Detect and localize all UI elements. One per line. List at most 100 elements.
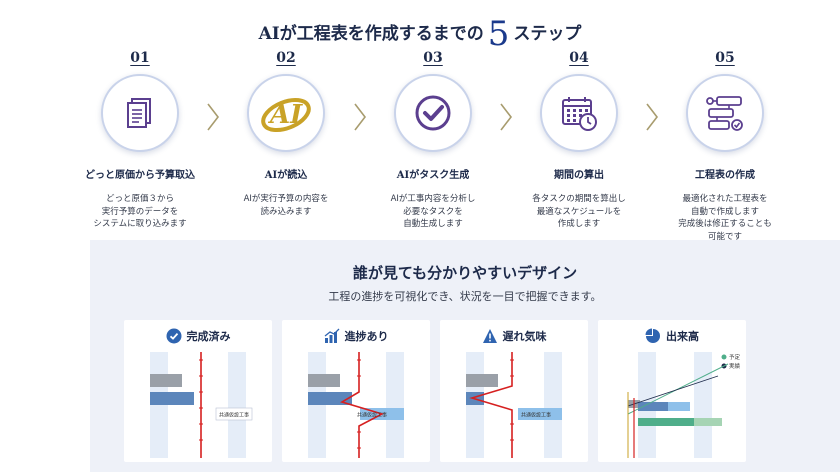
ai-logo-icon: AI xyxy=(261,97,311,133)
bar-chart-icon xyxy=(324,328,339,343)
desc-line: 作成します xyxy=(557,219,601,229)
step-05: 05 工程表の作成 最適化された工程表を 自動で作成します 完成後は修正すること… xyxy=(655,50,795,243)
desc-line: 実行予算のデータを xyxy=(101,206,179,217)
chevron-right-icon xyxy=(500,103,513,131)
desc-line: システムに取り込みます xyxy=(93,219,187,229)
desc-line: 各タスクの期間を算出し xyxy=(532,194,626,204)
actual-line xyxy=(627,375,719,407)
check-circle-icon xyxy=(415,95,451,131)
card-header: 出来高 xyxy=(598,328,746,344)
gantt-in-progress: 共通仮設工事 xyxy=(308,352,404,458)
gantt-bar-gray xyxy=(150,374,182,387)
progress-ticks xyxy=(357,359,361,449)
step-title: AIが読込 xyxy=(264,170,308,181)
desc-line: 読み込みます xyxy=(260,206,312,217)
gantt-bar-light xyxy=(518,408,562,420)
step-number: 05 xyxy=(715,50,735,66)
gantt-completed: 共通仮設工事 xyxy=(150,352,253,458)
step-icon-circle xyxy=(101,74,179,152)
gantt-column xyxy=(694,352,712,458)
earned-value-chart: 予定 実績 xyxy=(627,352,741,458)
desc-line: AIが工事内容を分析し xyxy=(390,194,476,204)
gantt-bar-dark xyxy=(638,402,668,411)
legend-label-actual: 実績 xyxy=(729,362,741,370)
step-03: 03 AIがタスク生成 AIが工事内容を分析し 必要なタスクを 自動生成します xyxy=(363,50,503,231)
warning-icon xyxy=(482,329,497,343)
step-number: 01 xyxy=(130,50,150,66)
gantt-column xyxy=(544,352,562,458)
calendar-clock-icon xyxy=(562,97,597,131)
gantt-bar-label: 共通仮設工事 xyxy=(219,412,249,419)
step-04: 04 期間の算出 各タスクの期間を算出し 最適なスケジュールを 作成します xyxy=(509,50,649,231)
gantt-column xyxy=(386,352,404,458)
gantt-bar-label: 共通仮設工事 xyxy=(521,412,551,419)
gantt-bar-label: 共通仮設工事 xyxy=(357,412,387,419)
step-description: AIが工事内容を分析し 必要なタスクを 自動生成します xyxy=(363,193,503,231)
gantt-delayed: 共通仮設工事 xyxy=(466,352,562,458)
step-description: 最適化された工程表を 自動で作成します 完成後は修正することも 可能です xyxy=(655,193,795,243)
title-number: 5 xyxy=(487,14,510,54)
step-title: AIがタスク生成 xyxy=(396,170,470,181)
step-number: 02 xyxy=(276,50,296,66)
steps-row: 01 どっと原価から予算取込 どっと原価３から 実行予算のデータを システムに取… xyxy=(62,50,792,250)
chevron-right-icon xyxy=(207,103,220,131)
desc-line: 最適なスケジュールを xyxy=(536,206,622,217)
step-01: 01 どっと原価から予算取込 どっと原価３から 実行予算のデータを システムに取… xyxy=(70,50,210,231)
step-icon-circle xyxy=(686,74,764,152)
progress-line xyxy=(340,352,385,458)
title-pre: AIが工程表を作成するまでの xyxy=(258,24,484,44)
chevron-right-icon xyxy=(354,103,367,131)
step-title: どっと原価から予算取込 xyxy=(85,170,195,181)
pie-chart-icon xyxy=(645,328,660,343)
design-section: 誰が見ても分かりやすいデザイン 工程の進捗を可視化でき、状況を一目で把握できます… xyxy=(90,240,840,472)
card-in-progress: 進捗あり 共通仮設工事 xyxy=(282,320,430,462)
card-label: 遅れ気味 xyxy=(502,330,547,343)
step-icon-circle xyxy=(540,74,618,152)
legend-dot-plan xyxy=(721,354,727,360)
step-number: 04 xyxy=(569,50,589,66)
svg-text:AI: AI xyxy=(267,100,303,130)
flowchart-icon xyxy=(706,96,743,131)
step-icon-circle: AI xyxy=(247,74,325,152)
document-icon xyxy=(127,98,151,128)
step-number: 03 xyxy=(423,50,443,66)
progress-ticks xyxy=(199,359,203,441)
card-header: 遅れ気味 xyxy=(440,328,588,344)
card-header: 完成済み xyxy=(124,328,272,344)
gantt-column xyxy=(228,352,246,458)
gantt-bar-gray xyxy=(308,374,340,387)
step-icon-circle xyxy=(394,74,472,152)
desc-line: AIが実行予算の内容を xyxy=(243,194,329,204)
gantt-bar-gray xyxy=(466,374,498,387)
desc-line: 最適化された工程表を xyxy=(682,194,768,204)
legend-label-plan: 予定 xyxy=(729,353,741,361)
card-header: 進捗あり xyxy=(282,328,430,344)
card-earned-value: 出来高 予定 実績 xyxy=(598,320,746,462)
card-label: 完成済み xyxy=(186,330,231,343)
card-label: 進捗あり xyxy=(344,330,389,343)
title-post: ステップ xyxy=(513,24,582,44)
card-delayed: 遅れ気味 共通仮設工事 xyxy=(440,320,588,462)
step-02: 02 AI AIが読込 AIが実行予算の内容を 読み込みます xyxy=(216,50,356,218)
chevron-right-icon xyxy=(646,103,659,131)
gantt-bar-blue xyxy=(150,392,194,405)
desc-line: 可能です xyxy=(707,231,742,242)
card-label: 出来高 xyxy=(666,330,699,343)
gantt-bar-green-dark xyxy=(638,418,694,426)
desc-line: 必要なタスクを xyxy=(403,206,463,217)
desc-line: どっと原価３から xyxy=(105,194,174,204)
desc-line: 自動で作成します xyxy=(690,206,759,217)
desc-line: 完成後は修正することも xyxy=(678,219,772,229)
design-title: 誰が見ても分かりやすいデザイン xyxy=(352,264,578,282)
step-title: 工程表の作成 xyxy=(695,170,755,181)
gantt-bar-label-box xyxy=(215,407,253,421)
progress-ticks xyxy=(510,359,514,441)
step-description: 各タスクの期間を算出し 最適なスケジュールを 作成します xyxy=(509,193,649,231)
desc-line: 自動生成します xyxy=(403,219,463,229)
card-completed: 完成済み 共通仮設工事 xyxy=(124,320,272,462)
step-description: どっと原価３から 実行予算のデータを システムに取り込みます xyxy=(70,193,210,231)
design-subtitle: 工程の進捗を可視化でき、状況を一目で把握できます。 xyxy=(328,290,602,303)
check-badge-icon xyxy=(166,328,181,344)
step-description: AIが実行予算の内容を 読み込みます xyxy=(216,193,356,218)
